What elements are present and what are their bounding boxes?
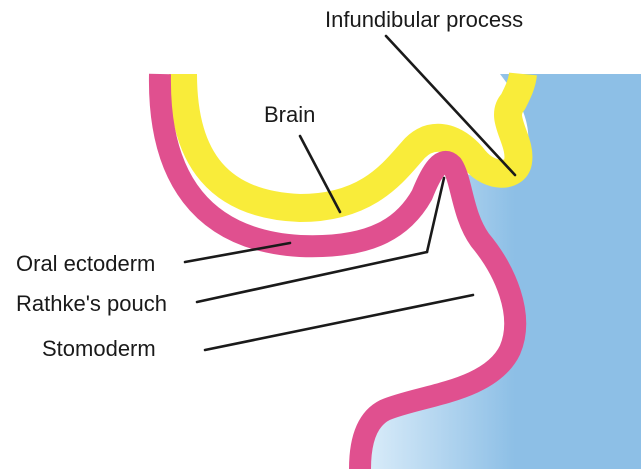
rathkes-pouch-leader-a <box>197 252 427 302</box>
stomoderm-leader <box>205 295 473 350</box>
stomoderm-label: Stomoderm <box>42 336 156 361</box>
oral-ectoderm-label: Oral ectoderm <box>16 251 155 276</box>
rathkes-pouch-label: Rathke's pouch <box>16 291 167 316</box>
brain-label: Brain <box>264 102 315 127</box>
infundibular-process-label: Infundibular process <box>325 7 523 32</box>
